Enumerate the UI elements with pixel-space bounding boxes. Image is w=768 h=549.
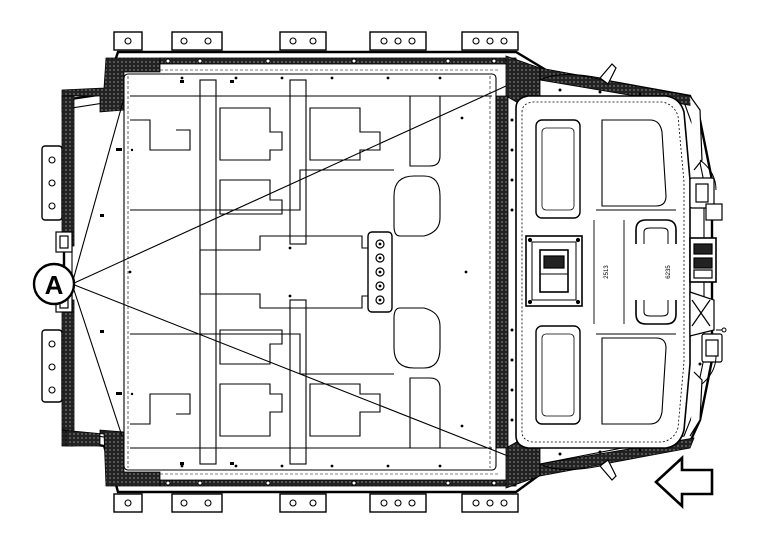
tray-fasteners xyxy=(128,76,468,468)
bottom-tab-bolts xyxy=(124,499,508,507)
tray-marks xyxy=(100,80,234,465)
electronics-lid xyxy=(515,95,691,449)
part-mark-2: 6235 xyxy=(666,265,672,279)
left-tab-bolts xyxy=(48,156,56,394)
flange-rivets xyxy=(165,58,497,486)
sealant-bands xyxy=(61,55,695,489)
service-plug xyxy=(525,235,583,307)
right-side-harness xyxy=(539,74,727,470)
right-side-connectors xyxy=(599,63,723,481)
tray-guide-lines xyxy=(127,69,500,475)
left-arrow-icon xyxy=(654,455,714,509)
part-mark-1: 2513 xyxy=(604,265,610,279)
top-tab-bolts xyxy=(124,37,508,45)
callout-label: A xyxy=(45,270,64,300)
callout-leader-lines xyxy=(71,85,509,457)
lid-rivets xyxy=(510,88,702,456)
center-connector-block xyxy=(367,231,393,313)
top-mounting-tabs xyxy=(113,31,519,51)
callout-a: A xyxy=(32,262,76,306)
